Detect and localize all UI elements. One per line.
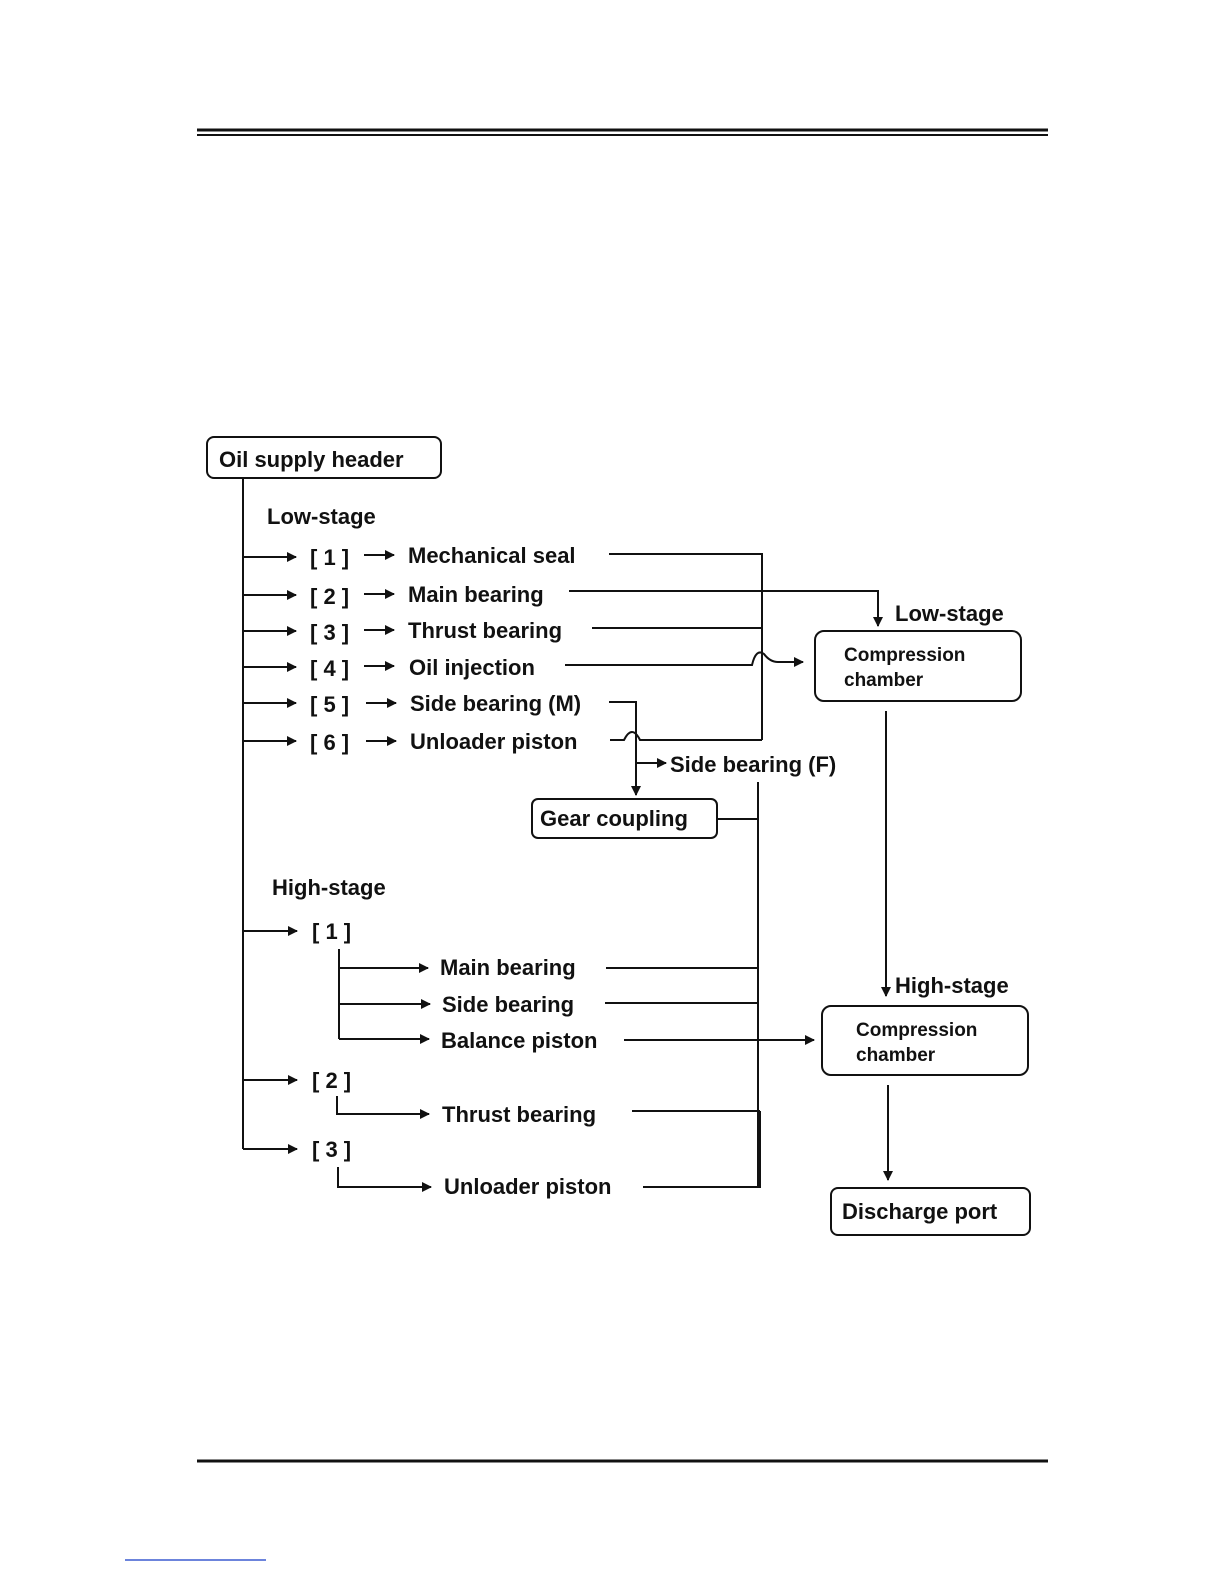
return-unloader-piston: [610, 731, 762, 741]
low-chamber-stage: Low-stage: [895, 601, 1004, 626]
oil-supply-header-box: [206, 436, 442, 479]
high-chamber-line1: Compression: [856, 1020, 977, 1041]
low-label-thrust-bearing: Thrust bearing: [408, 618, 562, 643]
high-branch-3: [337, 1167, 432, 1192]
low-label-oil-injection: Oil injection: [409, 655, 535, 680]
low-label-mechanical-seal: Mechanical seal: [408, 543, 576, 568]
high-tag-1: [ 1 ]: [312, 919, 351, 944]
high-label-unloader-piston: Unloader piston: [444, 1174, 611, 1199]
discharge-port-box: [830, 1187, 1031, 1236]
high-compression-chamber-box: [821, 1005, 1029, 1076]
low-chamber-line1: Compression: [844, 645, 965, 666]
low-label-side-bearing-m: Side bearing (M): [410, 691, 581, 716]
oil-supply-header-label: Oil supply header: [219, 447, 404, 472]
return-mechanical-seal: [609, 553, 763, 740]
high-chamber-line2: chamber: [856, 1045, 936, 1066]
low-tag-5: [ 5 ]: [310, 692, 349, 717]
high-stage-title: High-stage: [272, 875, 386, 900]
high-label-main-bearing: Main bearing: [440, 955, 576, 980]
low-tag-6: [ 6 ]: [310, 730, 349, 755]
low-stage-title: Low-stage: [267, 504, 376, 529]
main-bearing-to-chamber: [569, 590, 883, 627]
low-tag-1: [ 1 ]: [310, 545, 349, 570]
low-compression-chamber-box: [814, 630, 1022, 702]
gear-coupling-label: Gear coupling: [540, 806, 688, 831]
low-chamber-line2: chamber: [844, 670, 924, 691]
high-chamber-stage: High-stage: [895, 973, 1009, 998]
high-label-balance-piston: Balance piston: [441, 1028, 597, 1053]
high-tag-3: [ 3 ]: [312, 1137, 351, 1162]
high-branch-2: [336, 1096, 430, 1119]
discharge-port-label: Discharge port: [842, 1199, 998, 1224]
return-high-unloader-piston: [643, 1111, 761, 1188]
side-bearing-f-label: Side bearing (F): [670, 752, 836, 777]
high-label-thrust-bearing: Thrust bearing: [442, 1102, 596, 1127]
low-tag-2: [ 2 ]: [310, 584, 349, 609]
low-tag-3: [ 3 ]: [310, 620, 349, 645]
oil-injection-to-chamber: [565, 651, 804, 667]
low-label-main-bearing: Main bearing: [408, 582, 544, 607]
high-tag-2: [ 2 ]: [312, 1068, 351, 1093]
low-label-unloader-piston: Unloader piston: [410, 729, 577, 754]
high-label-side-bearing: Side bearing: [442, 992, 574, 1017]
side-bearing-m-to-gear: [609, 701, 641, 796]
low-tag-4: [ 4 ]: [310, 656, 349, 681]
